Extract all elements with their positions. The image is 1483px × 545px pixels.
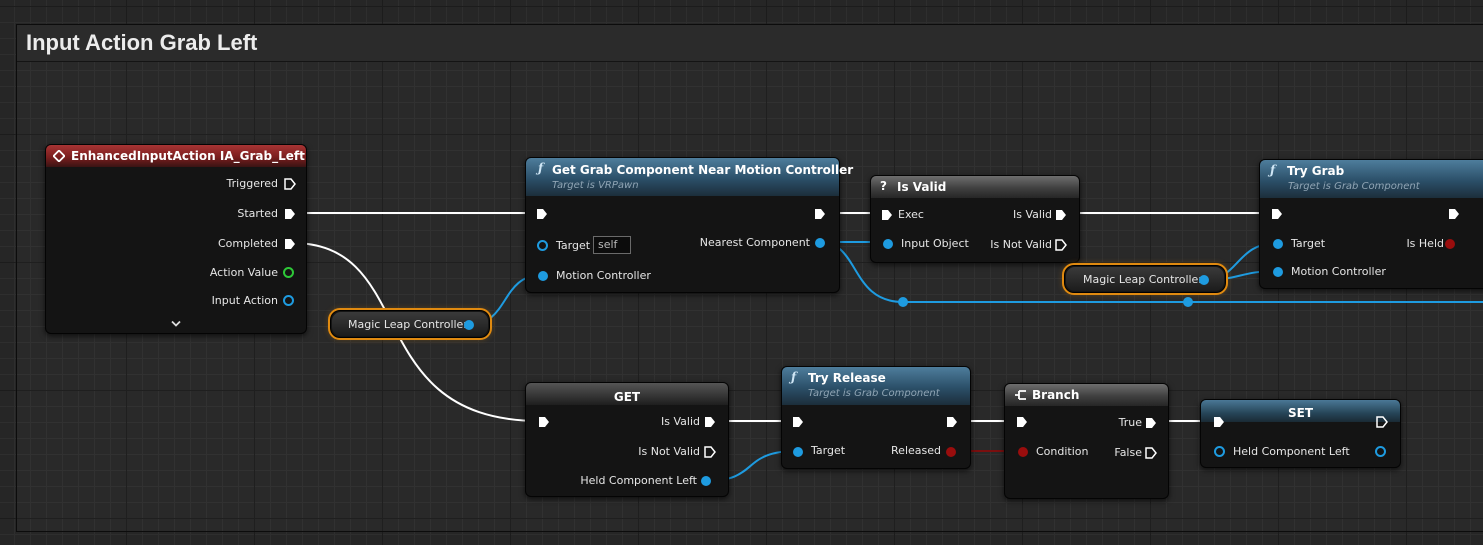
- pin-input-action-icon[interactable]: [283, 295, 294, 306]
- exec-pin-out-icon[interactable]: [1376, 416, 1388, 428]
- pin-target-icon[interactable]: [1273, 239, 1283, 249]
- pin-label-is-held: Is Held: [1406, 237, 1444, 250]
- exec-pin-in-icon[interactable]: [536, 208, 548, 220]
- magic-leap-controller-ref-1[interactable]: Magic Leap Controller: [328, 308, 492, 340]
- try-grab-subtitle: Target is Grab Component: [1288, 181, 1420, 192]
- branch-node[interactable]: Branch Condition True False: [1004, 383, 1169, 499]
- get-held-component-node[interactable]: GET Is Valid Is Not Valid Held Component…: [525, 382, 729, 497]
- pin-label-is-not-valid: Is Not Valid: [638, 445, 700, 458]
- pin-released-icon[interactable]: [946, 447, 956, 457]
- exec-pin-in-icon[interactable]: [538, 416, 550, 428]
- ref-1-label: Magic Leap Controller: [348, 318, 468, 331]
- function-f-icon: ƒ: [538, 161, 544, 175]
- exec-pin-is-not-valid-icon[interactable]: [1055, 239, 1067, 251]
- exec-pin-out-icon[interactable]: [946, 416, 958, 428]
- exec-pin-in-icon[interactable]: [1213, 416, 1225, 428]
- comment-box[interactable]: [16, 24, 1483, 532]
- pin-label-exec: Exec: [898, 208, 924, 221]
- magic-leap-controller-ref-2[interactable]: Magic Leap Controller: [1062, 263, 1228, 295]
- pin-label-is-not-valid: Is Not Valid: [990, 238, 1052, 251]
- try-grab-node[interactable]: ƒ Try Grab Target is Grab Component Targ…: [1259, 159, 1483, 289]
- exec-pin-out-icon[interactable]: [814, 208, 826, 220]
- exec-pin-in-icon[interactable]: [1271, 208, 1283, 220]
- pin-nearest-component-icon[interactable]: [815, 238, 825, 248]
- pin-action-value-icon[interactable]: [283, 267, 294, 278]
- pin-held-component-left-icon[interactable]: [701, 476, 711, 486]
- pin-held-component-input-icon[interactable]: [1214, 446, 1225, 457]
- pin-label-held-component-left: Held Component Left: [1233, 445, 1350, 458]
- pin-label-is-valid: Is Valid: [1013, 208, 1052, 221]
- branch-title: Branch: [1032, 388, 1080, 402]
- try-release-node[interactable]: ƒ Try Release Target is Grab Component T…: [781, 366, 971, 469]
- reroute-knot-1[interactable]: [898, 297, 908, 307]
- exec-pin-is-valid-icon[interactable]: [704, 416, 716, 428]
- event-diamond-icon: [53, 150, 65, 162]
- exec-pin-completed-icon[interactable]: [284, 238, 296, 250]
- pin-label-true: True: [1118, 416, 1142, 429]
- try-release-subtitle: Target is Grab Component: [808, 388, 940, 399]
- pin-is-held-icon[interactable]: [1445, 239, 1455, 249]
- target-default-field[interactable]: self: [593, 236, 631, 254]
- pin-label-input-object: Input Object: [901, 237, 969, 250]
- question-mark-icon: ?: [880, 179, 887, 193]
- exec-pin-is-not-valid-icon[interactable]: [704, 446, 716, 458]
- pin-label-triggered: Triggered: [226, 177, 278, 190]
- ref-2-label: Magic Leap Controller: [1083, 273, 1203, 286]
- is-valid-node[interactable]: ? Is Valid Exec Input Object Is Valid Is…: [870, 175, 1080, 263]
- pin-label-started: Started: [237, 207, 278, 220]
- pin-target-icon[interactable]: [793, 447, 803, 457]
- exec-pin-started-icon[interactable]: [284, 208, 296, 220]
- exec-pin-triggered-icon[interactable]: [284, 178, 296, 190]
- pin-label-held-component-left: Held Component Left: [580, 474, 697, 487]
- pin-label-is-valid: Is Valid: [661, 415, 700, 428]
- pin-label-completed: Completed: [218, 237, 278, 250]
- try-grab-title: Try Grab: [1287, 164, 1345, 178]
- pin-label-motion-controller: Motion Controller: [556, 269, 651, 282]
- exec-pin-in-icon[interactable]: [881, 209, 893, 221]
- pin-motion-controller-icon[interactable]: [538, 271, 548, 281]
- pin-target-icon[interactable]: [537, 240, 548, 251]
- pin-label-target: Target: [1291, 237, 1326, 250]
- event-node-ia-grab-left[interactable]: EnhancedInputAction IA_Grab_Left Trigger…: [45, 144, 307, 334]
- pin-label-false: False: [1114, 446, 1142, 459]
- get-title: GET: [613, 390, 641, 404]
- function-f-icon: ƒ: [791, 370, 797, 384]
- get-grab-title: Get Grab Component Near Motion Controlle…: [552, 163, 854, 177]
- ref-1-output-pin-icon[interactable]: [464, 320, 474, 330]
- get-grab-subtitle: Target is VRPawn: [552, 180, 639, 191]
- set-title: SET: [1287, 406, 1314, 420]
- pin-label-input-action: Input Action: [211, 294, 278, 307]
- pin-label-nearest-component: Nearest Component: [699, 236, 810, 249]
- comment-title[interactable]: Input Action Grab Left: [26, 30, 258, 55]
- exec-pin-true-icon[interactable]: [1145, 417, 1157, 429]
- event-node-title: EnhancedInputAction IA_Grab_Left: [71, 149, 305, 163]
- exec-pin-is-valid-icon[interactable]: [1055, 209, 1067, 221]
- pin-label-released: Released: [891, 444, 941, 457]
- exec-pin-false-icon[interactable]: [1145, 447, 1157, 459]
- exec-pin-in-icon[interactable]: [792, 416, 804, 428]
- pin-input-object-icon[interactable]: [883, 239, 893, 249]
- get-grab-component-node[interactable]: ƒ Get Grab Component Near Motion Control…: [525, 157, 853, 293]
- set-held-component-node[interactable]: SET Held Component Left: [1200, 399, 1401, 468]
- try-release-title: Try Release: [808, 371, 886, 385]
- reroute-knot-2[interactable]: [1183, 297, 1193, 307]
- pin-condition-icon[interactable]: [1018, 447, 1028, 457]
- pin-label-action-value: Action Value: [209, 266, 278, 279]
- pin-motion-controller-icon[interactable]: [1273, 267, 1283, 277]
- exec-pin-in-icon[interactable]: [1016, 416, 1028, 428]
- is-valid-title: Is Valid: [897, 180, 947, 194]
- function-f-icon: ƒ: [1270, 163, 1276, 177]
- pin-label-target: Target: [556, 239, 591, 252]
- chevron-down-icon[interactable]: [171, 320, 181, 328]
- ref-2-output-pin-icon[interactable]: [1199, 275, 1209, 285]
- pin-label-motion-controller: Motion Controller: [1291, 265, 1386, 278]
- pin-held-component-output-icon[interactable]: [1375, 446, 1386, 457]
- exec-pin-out-icon[interactable]: [1448, 208, 1460, 220]
- branch-icon: [1015, 390, 1026, 400]
- pin-label-target: Target: [811, 444, 846, 457]
- comment-header[interactable]: [17, 25, 1483, 62]
- pin-label-condition: Condition: [1036, 445, 1089, 458]
